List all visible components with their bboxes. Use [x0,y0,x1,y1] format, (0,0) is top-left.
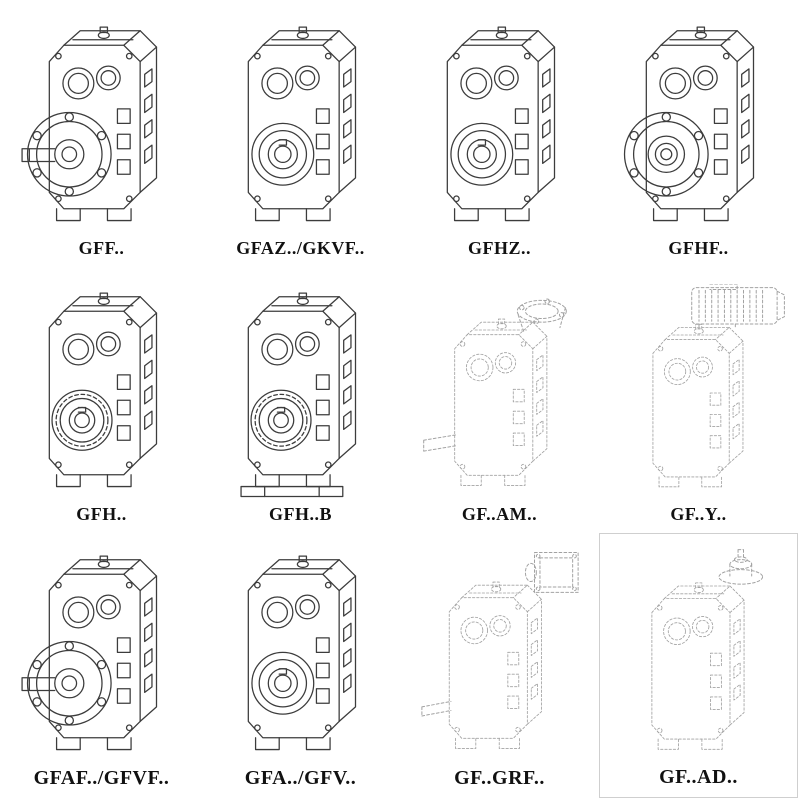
gearbox-drawing [210,547,392,765]
gearbox-attachment-icon [421,552,577,748]
gearbox-drawing [409,284,591,502]
model-label: GF..AD.. [659,766,738,788]
model-label: GFAZ../GKVF.. [236,238,365,259]
gearbox-drawing [409,18,591,236]
gearbox-drawing [210,18,392,236]
gearbox-foot-mounted-icon [49,293,156,486]
catalog-cell-gfad: GF..AD.. [599,532,798,798]
catalog-cell-gfaz-gkvf: GFAZ../GKVF.. [201,2,400,267]
gearbox-drawing [608,284,790,502]
gearbox-baseplate-icon [241,293,355,496]
catalog-cell-gfhz: GFHZ.. [400,2,599,267]
catalog-cell-gfgrf: GF..GRF.. [400,533,599,798]
gearbox-flange-shaft-icon [22,556,156,749]
catalog-cell-gfh: GFH.. [2,267,201,532]
model-label: GFAF../GFVF.. [33,767,170,789]
gearbox-input-flange-icon [423,299,566,485]
gearbox-drawing [11,284,193,502]
gearbox-drawing [210,284,392,502]
gearbox-hollow-bore-icon [248,27,355,220]
model-label: GFH..B [268,503,332,524]
model-label: GFHZ.. [467,238,531,259]
gearbox-hollow-bore-icon [447,27,554,220]
catalog-cell-gfa-gfv: GFA../GFV.. [201,533,400,798]
model-label: GFF.. [78,238,125,259]
catalog-cell-gfam: GF..AM.. [400,267,599,532]
model-label: GF..GRF.. [454,767,545,789]
catalog-cell-gfaf-gfvf: GFAF../GFVF.. [2,533,201,798]
gearbox-with-motor-icon [652,284,783,487]
catalog-cell-gfy: GF..Y.. [599,267,798,532]
gearbox-drawing [608,18,790,236]
catalog-cell-gff: GFF.. [2,2,201,267]
gearbox-drawing [409,547,591,765]
model-label: GFH.. [76,503,127,524]
gearbox-drawing [11,18,193,236]
gearbox-flange-shaft-icon [22,27,156,220]
gearbox-drawing [608,546,790,764]
gearbox-flange-hollow-icon [624,27,753,220]
model-label: GFHF.. [668,238,729,259]
model-label: GF..AM.. [461,503,538,524]
gearbox-drawing [11,547,193,765]
model-label: GFA../GFV.. [244,767,357,789]
catalog-cell-gfhf: GFHF.. [599,2,798,267]
catalog-cell-gfhb: GFH..B [201,267,400,532]
model-label: GF..Y.. [670,503,727,524]
gearbox-hollow-bore-icon [248,556,355,749]
gearbox-input-adapter-icon [651,550,762,750]
